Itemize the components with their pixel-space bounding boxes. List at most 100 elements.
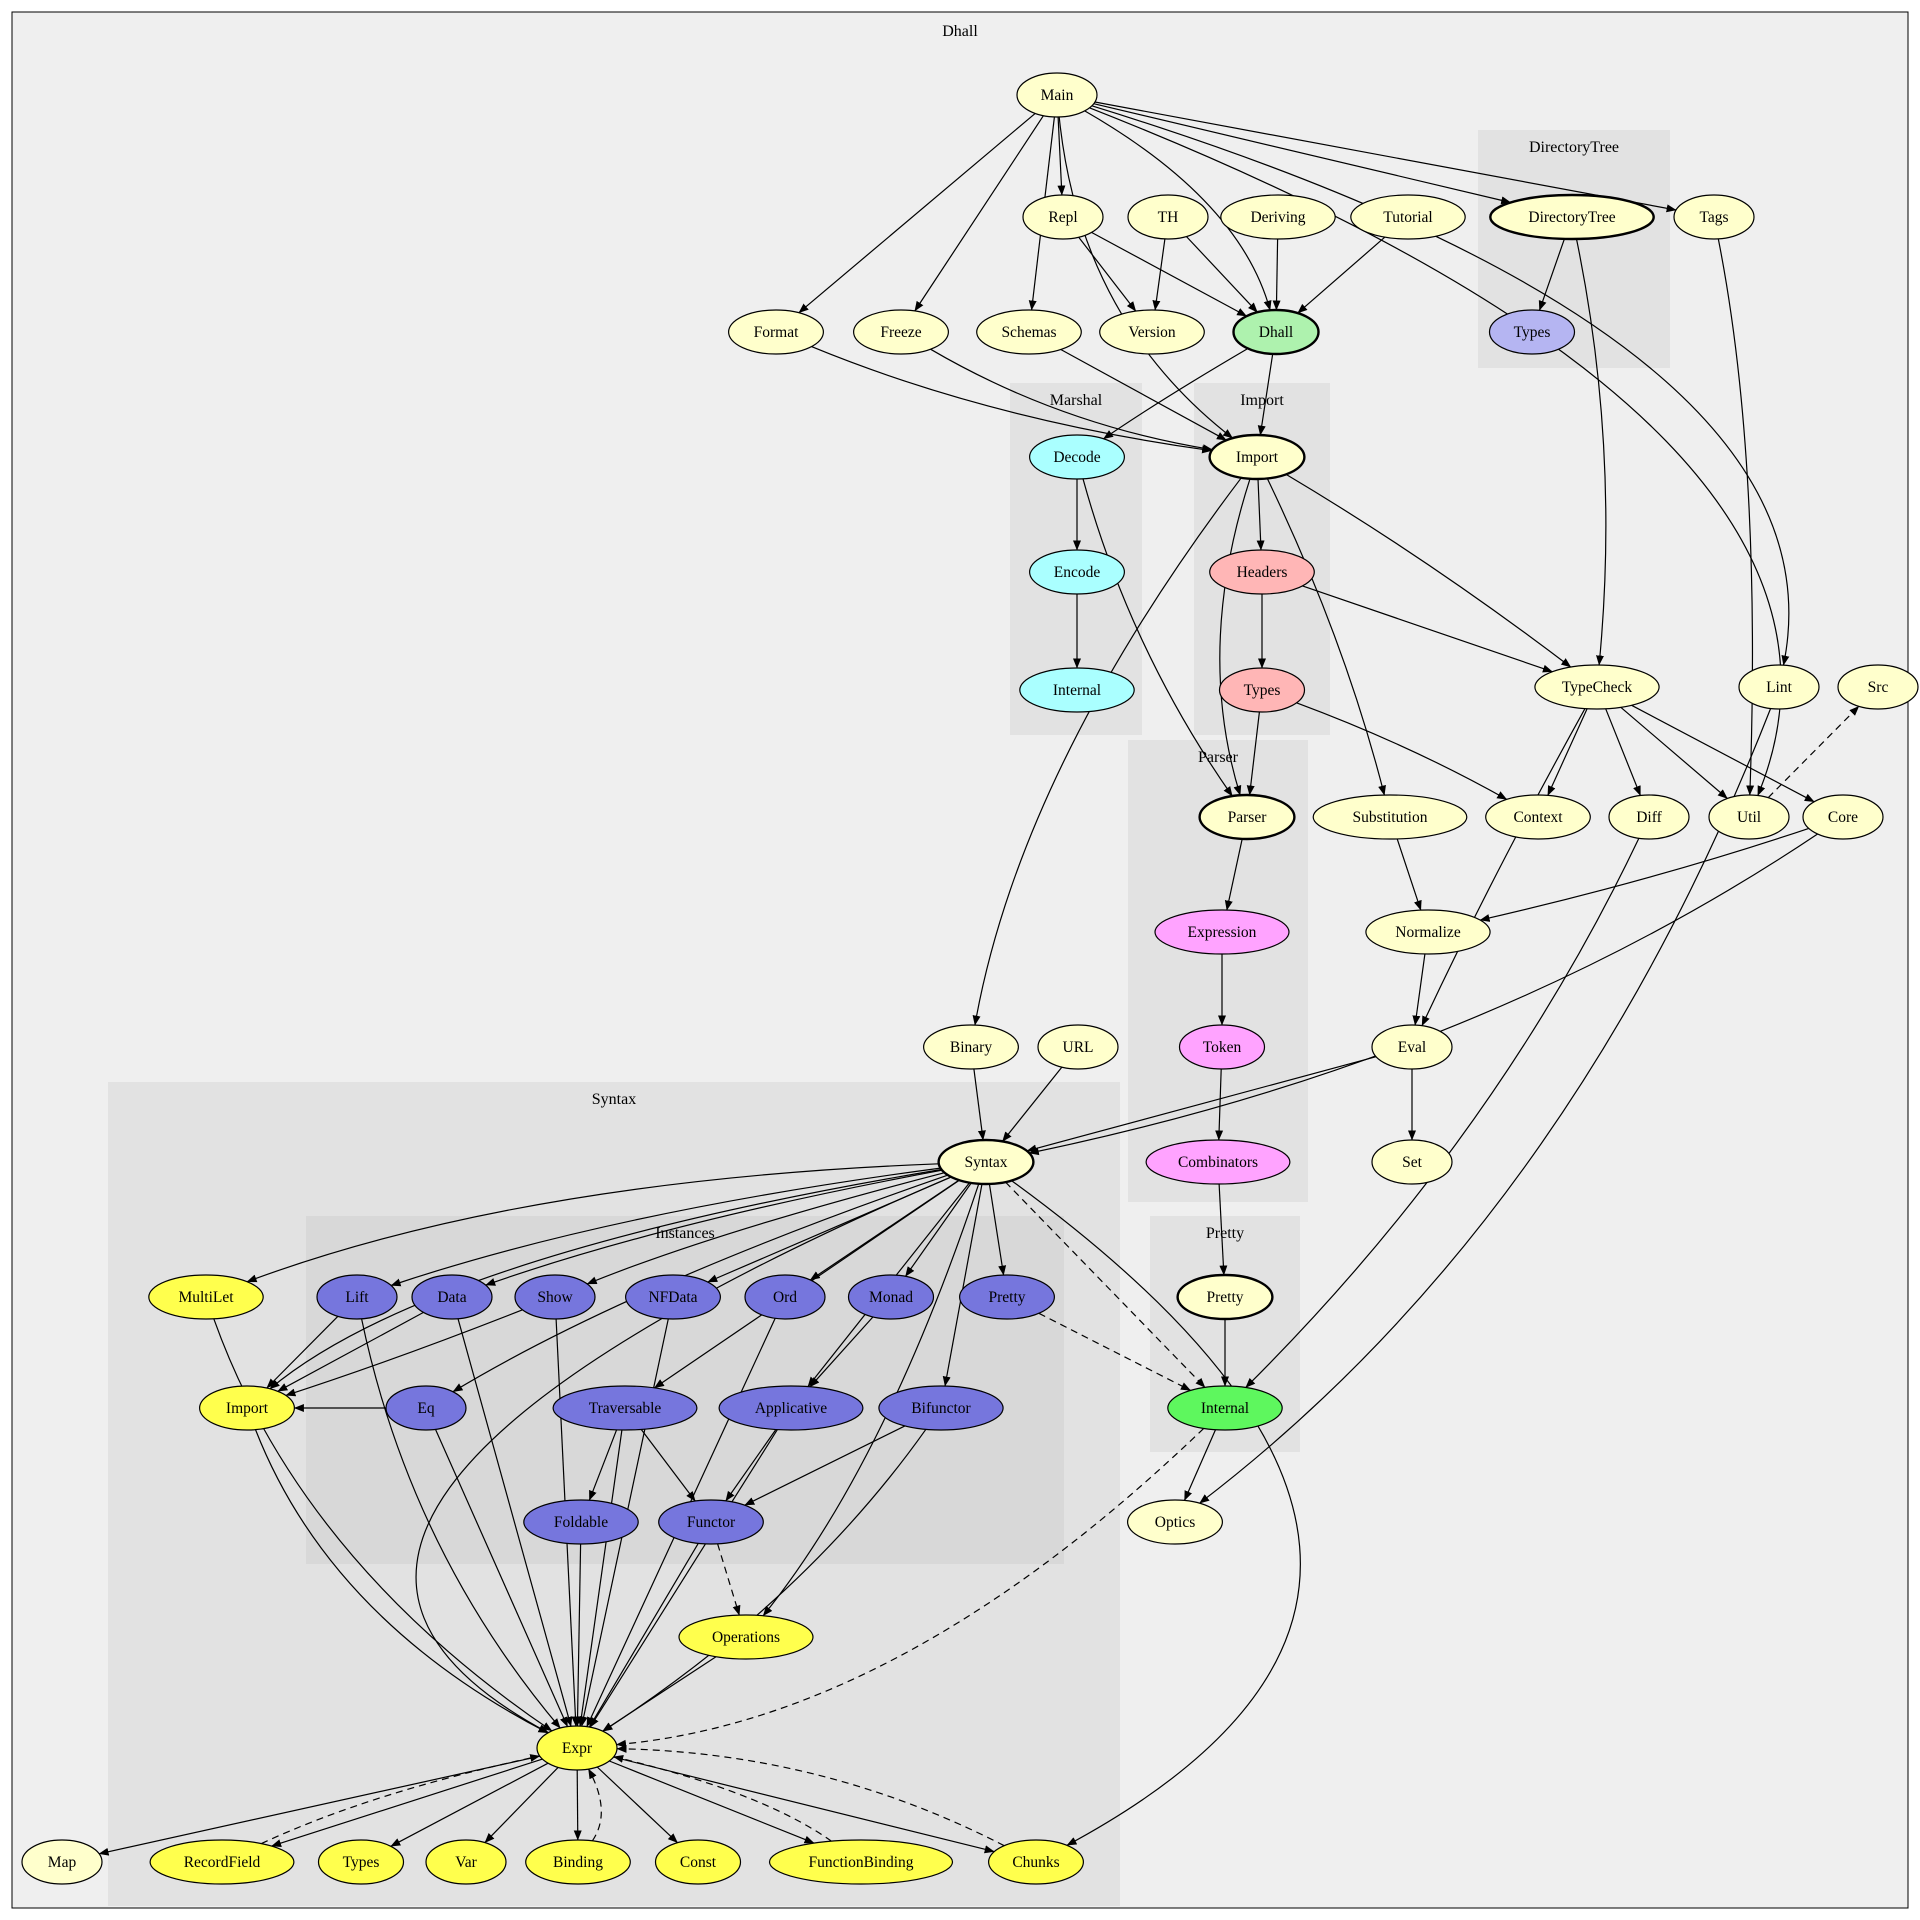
node-traversable: Traversable xyxy=(552,1385,698,1431)
node-expression-shape xyxy=(1154,909,1290,955)
node-set-label: Set xyxy=(1402,1154,1423,1171)
node-diff-shape xyxy=(1608,794,1690,840)
node-tags-shape xyxy=(1673,194,1755,240)
edge-applicative-expr xyxy=(589,1429,778,1728)
edge-decode-parser xyxy=(1082,478,1233,797)
edge-repl-dhall xyxy=(1091,231,1248,317)
edge-syntax-chunks xyxy=(1011,1180,1301,1846)
edge-bifunctor-expr xyxy=(602,1428,927,1732)
node-recordfield: RecordField xyxy=(149,1839,295,1885)
edge-p_internal-expr xyxy=(616,1427,1205,1748)
node-th-shape xyxy=(1127,194,1209,240)
node-imp_headers-shape xyxy=(1209,549,1315,595)
edge-imp_headers-typecheck xyxy=(1302,585,1553,673)
node-map-label: Map xyxy=(48,1854,77,1871)
node-url-shape xyxy=(1037,1024,1119,1070)
node-combinators: Combinators xyxy=(1145,1139,1291,1185)
node-functionbinding-shape xyxy=(768,1839,954,1885)
node-format-shape xyxy=(727,309,824,355)
edge-syntax-inst_pretty xyxy=(988,1183,1007,1276)
node-decode-shape xyxy=(1028,434,1125,480)
node-context-shape xyxy=(1485,794,1591,840)
node-freeze: Freeze xyxy=(852,309,949,355)
node-url-label: URL xyxy=(1063,1039,1094,1056)
edge-expr-recordfield xyxy=(271,1758,543,1848)
node-dt_types: Types xyxy=(1488,309,1576,355)
edge-imp-imp_headers xyxy=(1256,478,1265,551)
node-eq: Eq xyxy=(385,1385,467,1431)
node-imp: Import xyxy=(1208,433,1306,481)
node-binary: Binary xyxy=(922,1024,1019,1070)
node-multilet-shape xyxy=(148,1274,264,1320)
node-imp_types-label: Types xyxy=(1244,682,1281,699)
edge-deriving-dhall xyxy=(1272,238,1281,311)
node-directorytree-label: DirectoryTree xyxy=(1528,209,1615,226)
node-lint-shape xyxy=(1738,664,1820,710)
edge-foldable-expr xyxy=(573,1543,582,1727)
node-src: Src xyxy=(1837,664,1919,710)
node-functor: Functor xyxy=(658,1499,764,1545)
edge-data-expr xyxy=(457,1318,573,1727)
node-th-label: TH xyxy=(1158,209,1179,226)
node-eq-shape xyxy=(385,1385,467,1431)
cluster-label-parser: Parser xyxy=(1198,749,1239,766)
edge-monad-applicative xyxy=(809,1316,874,1388)
node-substitution-shape xyxy=(1312,794,1468,840)
node-map-shape xyxy=(21,1839,103,1885)
edge-syntax-lift xyxy=(390,1167,941,1287)
node-lift: Lift xyxy=(316,1274,398,1320)
node-nfdata-shape xyxy=(624,1274,721,1320)
edge-main-format xyxy=(798,112,1036,314)
node-combinators-shape xyxy=(1145,1139,1291,1185)
node-th: TH xyxy=(1127,194,1209,240)
node-applicative: Applicative xyxy=(718,1385,864,1431)
node-parser-label: Parser xyxy=(1228,809,1268,826)
edge-syntax-bifunctor xyxy=(942,1183,983,1387)
node-encode-shape xyxy=(1028,549,1125,595)
node-p_internal-shape xyxy=(1167,1385,1283,1431)
node-token-shape xyxy=(1178,1024,1266,1070)
edge-substitution-normalize xyxy=(1396,838,1422,911)
node-var-shape xyxy=(425,1839,507,1885)
node-inst_pretty-shape xyxy=(958,1274,1055,1320)
node-repl: Repl xyxy=(1022,194,1104,240)
edge-binary-syntax xyxy=(973,1068,986,1141)
node-p_internal-label: Internal xyxy=(1201,1400,1249,1417)
edge-repl-version xyxy=(1078,236,1137,312)
edge-main-tags xyxy=(1094,101,1677,213)
edge-imp-typecheck xyxy=(1285,473,1572,668)
node-typecheck: TypeCheck xyxy=(1534,664,1660,710)
edge-format-imp xyxy=(811,346,1213,454)
edge-normalize-eval xyxy=(1412,953,1426,1026)
node-substitution: Substitution xyxy=(1312,794,1468,840)
edge-typecheck-core xyxy=(1631,704,1815,803)
node-format-label: Format xyxy=(754,324,799,341)
node-monad: Monad xyxy=(847,1274,935,1320)
node-tutorial: Tutorial xyxy=(1350,194,1466,240)
edge-multilet-expr xyxy=(213,1318,553,1732)
node-context: Context xyxy=(1485,794,1591,840)
node-schemas: Schemas xyxy=(976,309,1082,355)
node-bifunctor: Bifunctor xyxy=(878,1385,1004,1431)
node-decode: Decode xyxy=(1028,434,1125,480)
node-tags-label: Tags xyxy=(1699,209,1728,226)
node-tags: Tags xyxy=(1673,194,1755,240)
node-repl-label: Repl xyxy=(1048,209,1077,226)
node-syn_types-label: Types xyxy=(343,1854,380,1871)
node-binding: Binding xyxy=(525,1839,631,1885)
edge-syn_imp-expr xyxy=(254,1429,549,1734)
node-repl-shape xyxy=(1022,194,1104,240)
node-freeze-shape xyxy=(852,309,949,355)
node-ord-label: Ord xyxy=(773,1289,797,1306)
edge-lift-syn_imp xyxy=(266,1315,339,1389)
node-dhall-label: Dhall xyxy=(1259,324,1293,341)
node-deriving: Deriving xyxy=(1220,194,1336,240)
edge-recordfield-expr xyxy=(261,1754,541,1845)
edge-traversable-foldable xyxy=(588,1429,618,1501)
edge-main-dhall xyxy=(1084,110,1272,311)
node-bifunctor-shape xyxy=(878,1385,1004,1431)
node-token-label: Token xyxy=(1203,1039,1242,1056)
node-lift-shape xyxy=(316,1274,398,1320)
node-core-label: Core xyxy=(1828,809,1858,826)
node-deriving-label: Deriving xyxy=(1250,209,1305,226)
